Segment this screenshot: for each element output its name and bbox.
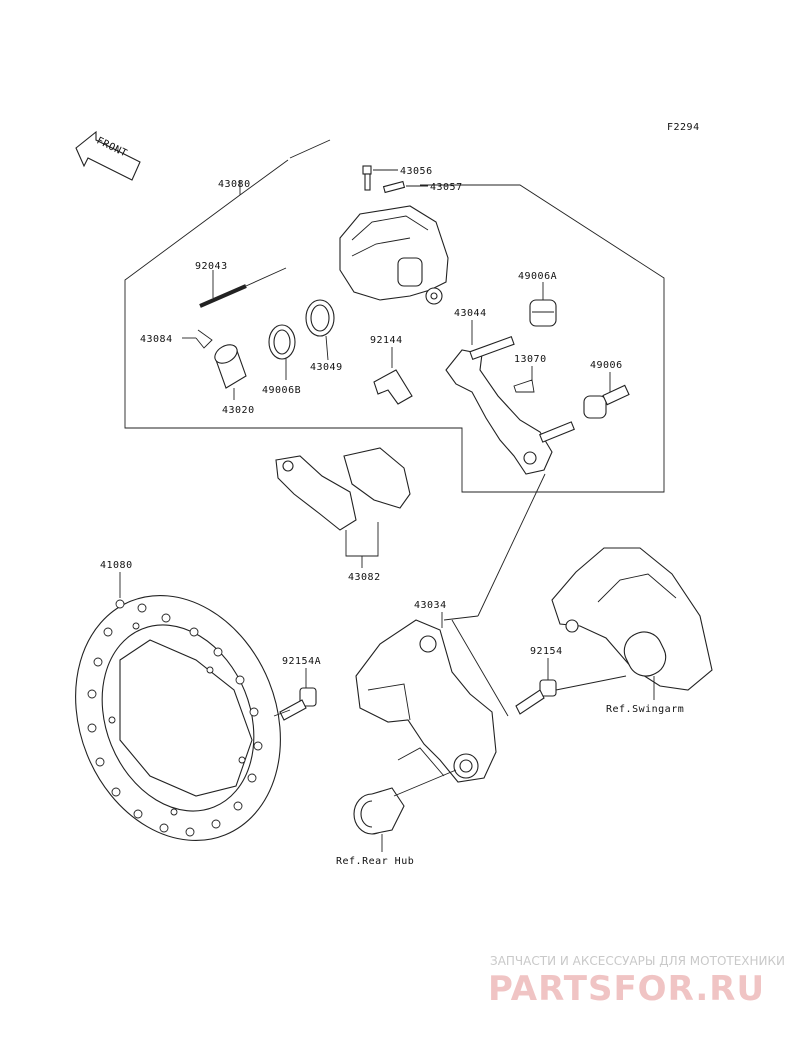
caliper-body	[339, 205, 449, 305]
sleeve-boot	[583, 372, 630, 419]
pin-clip	[182, 329, 213, 349]
bracket-bolt	[515, 658, 627, 715]
label-49006A: 49006A	[518, 271, 557, 282]
label-43044: 43044	[454, 308, 487, 319]
label-49006: 49006	[590, 360, 623, 371]
label-92144: 92144	[370, 335, 403, 346]
label-92154A: 92154A	[282, 656, 321, 667]
pad-spring	[373, 347, 413, 405]
assembly-outline	[124, 184, 665, 493]
bleeder-cap	[382, 180, 428, 194]
label-43057: 43057	[430, 182, 463, 193]
retainer-plate	[513, 366, 535, 393]
hub-collar	[353, 769, 457, 852]
dust-seal	[268, 324, 296, 380]
label-41080: 41080	[100, 560, 133, 571]
watermark-brand: PARTSFOR.RU	[488, 969, 765, 1009]
label-43034: 43034	[414, 600, 447, 611]
caliper-bracket	[445, 320, 575, 475]
brake-pads	[275, 447, 411, 568]
figure-code: F2294	[667, 122, 700, 133]
pin-boot	[529, 282, 557, 327]
label-49006B: 49006B	[262, 385, 301, 396]
label-43020: 43020	[222, 405, 255, 416]
label-43082: 43082	[348, 572, 381, 583]
label-43056: 43056	[400, 166, 433, 177]
piston-seal	[305, 299, 335, 361]
mounting-bracket	[355, 612, 509, 783]
pad-pin	[199, 267, 287, 308]
label-43080: 43080	[218, 179, 251, 190]
ref-rear-hub: Ref.Rear Hub	[336, 856, 414, 867]
brake-disc	[75, 572, 281, 842]
bleeder-valve	[362, 165, 398, 191]
label-43049: 43049	[310, 362, 343, 373]
caliper-piston	[214, 344, 247, 400]
label-92043: 92043	[195, 261, 228, 272]
watermark-tagline: ЗАПЧАСТИ И АКСЕССУАРЫ ДЛЯ МОТОТЕХНИКИ	[490, 954, 785, 968]
disc-bolt	[273, 668, 317, 721]
front-arrow-icon: FRONT	[75, 130, 141, 181]
label-43084: 43084	[140, 334, 173, 345]
label-13070: 13070	[514, 354, 547, 365]
swingarm-reference	[551, 547, 713, 700]
ref-swingarm: Ref.Swingarm	[606, 704, 684, 715]
label-92154: 92154	[530, 646, 563, 657]
